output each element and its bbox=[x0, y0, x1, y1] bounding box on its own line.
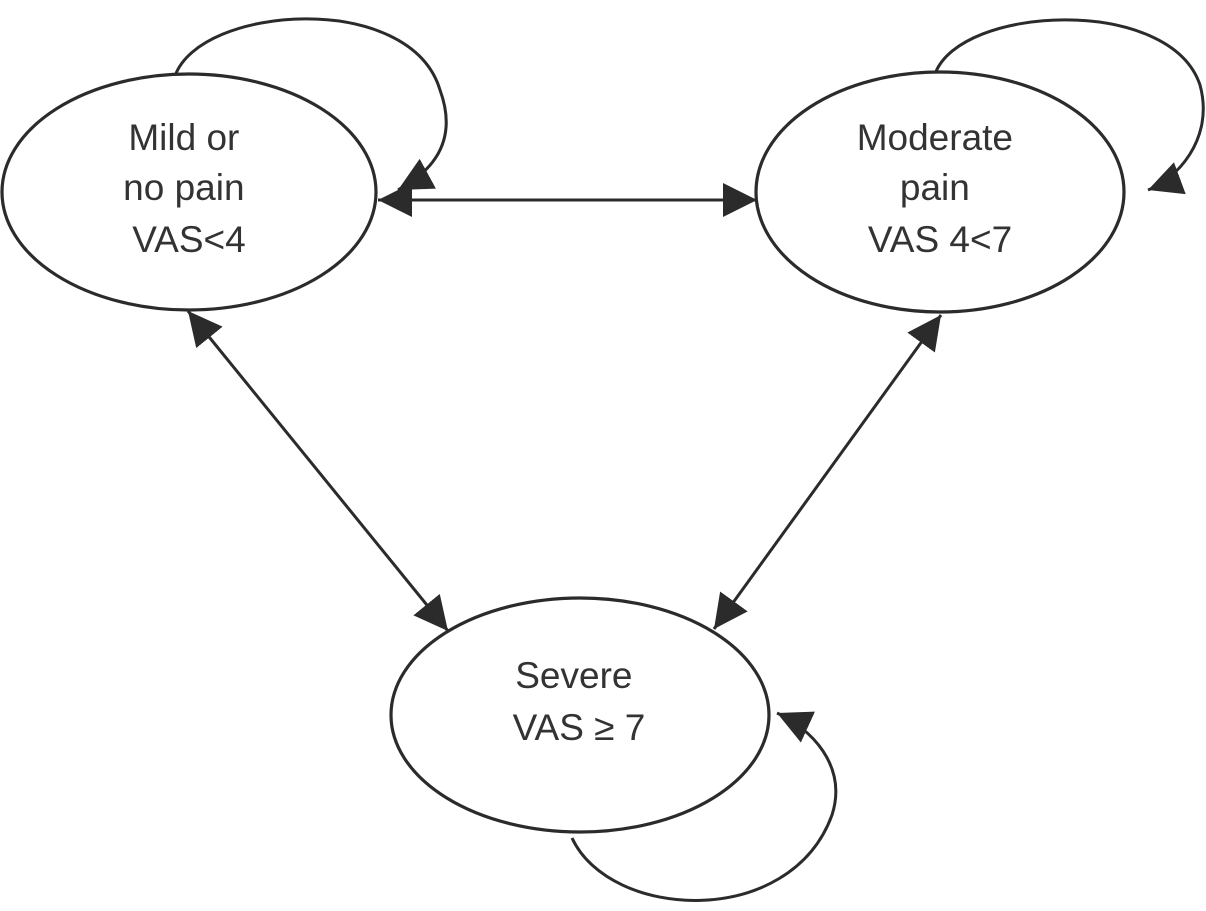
edge-mild-severe bbox=[186, 310, 450, 632]
node-mild: Mild or no pain VAS<4 bbox=[0, 72, 378, 312]
self-loop-moderate bbox=[933, 18, 1205, 195]
node-moderate-line-1: Moderate bbox=[857, 117, 1013, 158]
node-moderate-line-3: VAS 4<7 bbox=[868, 219, 1012, 260]
node-severe: Severe VAS ≥ 7 bbox=[389, 596, 771, 834]
node-severe-label: Severe VAS ≥ 7 bbox=[513, 655, 646, 748]
node-moderate-label: Moderate pain VAS 4<7 bbox=[857, 117, 1024, 260]
node-moderate-ellipse bbox=[754, 70, 1126, 314]
self-loop-severe bbox=[570, 711, 838, 902]
edge-moderate-severe bbox=[712, 314, 943, 630]
node-severe-line-1: Severe bbox=[515, 655, 632, 696]
node-severe-ellipse bbox=[389, 596, 771, 834]
node-mild-line-3: VAS<4 bbox=[132, 219, 245, 260]
node-mild-line-2: no pain bbox=[123, 167, 244, 208]
node-mild-ellipse bbox=[0, 72, 378, 312]
node-mild-label: Mild or no pain VAS<4 bbox=[123, 117, 255, 260]
node-moderate-line-2: pain bbox=[900, 167, 970, 208]
self-loop-mild bbox=[173, 17, 448, 192]
node-moderate: Moderate pain VAS 4<7 bbox=[754, 70, 1126, 314]
node-mild-line-1: Mild or bbox=[128, 117, 239, 158]
node-severe-line-2: VAS ≥ 7 bbox=[513, 707, 646, 748]
